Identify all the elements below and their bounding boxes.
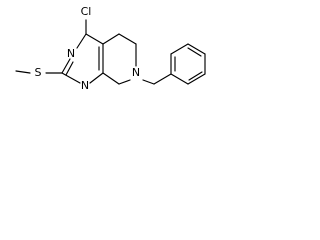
bond-n7-ch2 <box>142 79 155 85</box>
nitrogen-bottom-label: N <box>81 79 89 92</box>
bond-methyl-s <box>15 70 31 74</box>
bond-c8a-n3 <box>89 72 104 84</box>
bond-ph-2-double <box>188 71 203 81</box>
bond-ph-2 <box>187 73 206 85</box>
bond-n3-c2 <box>61 72 81 84</box>
bond-ch2-ipso <box>153 73 172 85</box>
molecule-drawing: Cl N S N N <box>15 5 206 92</box>
chlorine-label: Cl <box>81 5 92 18</box>
bond-ph-4 <box>187 43 206 55</box>
bond-n7-c8 <box>118 79 131 85</box>
bond-c5-c6 <box>118 33 137 45</box>
sulfur-label: S <box>35 66 42 79</box>
bond-ph-5 <box>170 43 189 55</box>
bond-ph-4-double <box>187 47 202 57</box>
bonds <box>15 19 206 85</box>
bond-ph-1 <box>170 73 189 85</box>
bond-c4a-c5 <box>102 33 120 45</box>
bond-c8-c8a <box>102 72 120 85</box>
bond-c2-n1-double <box>65 61 74 76</box>
nitrogen-top-label: N <box>67 47 75 60</box>
nitrogen-ring-label: N <box>132 66 140 79</box>
bond-c4-c4a <box>85 33 104 45</box>
atom-labels: Cl N S N N <box>35 5 141 92</box>
bond-c2-n1 <box>61 58 71 74</box>
bond-n1-c4 <box>76 33 87 49</box>
structure-diagram: Cl N S N N <box>0 0 242 113</box>
